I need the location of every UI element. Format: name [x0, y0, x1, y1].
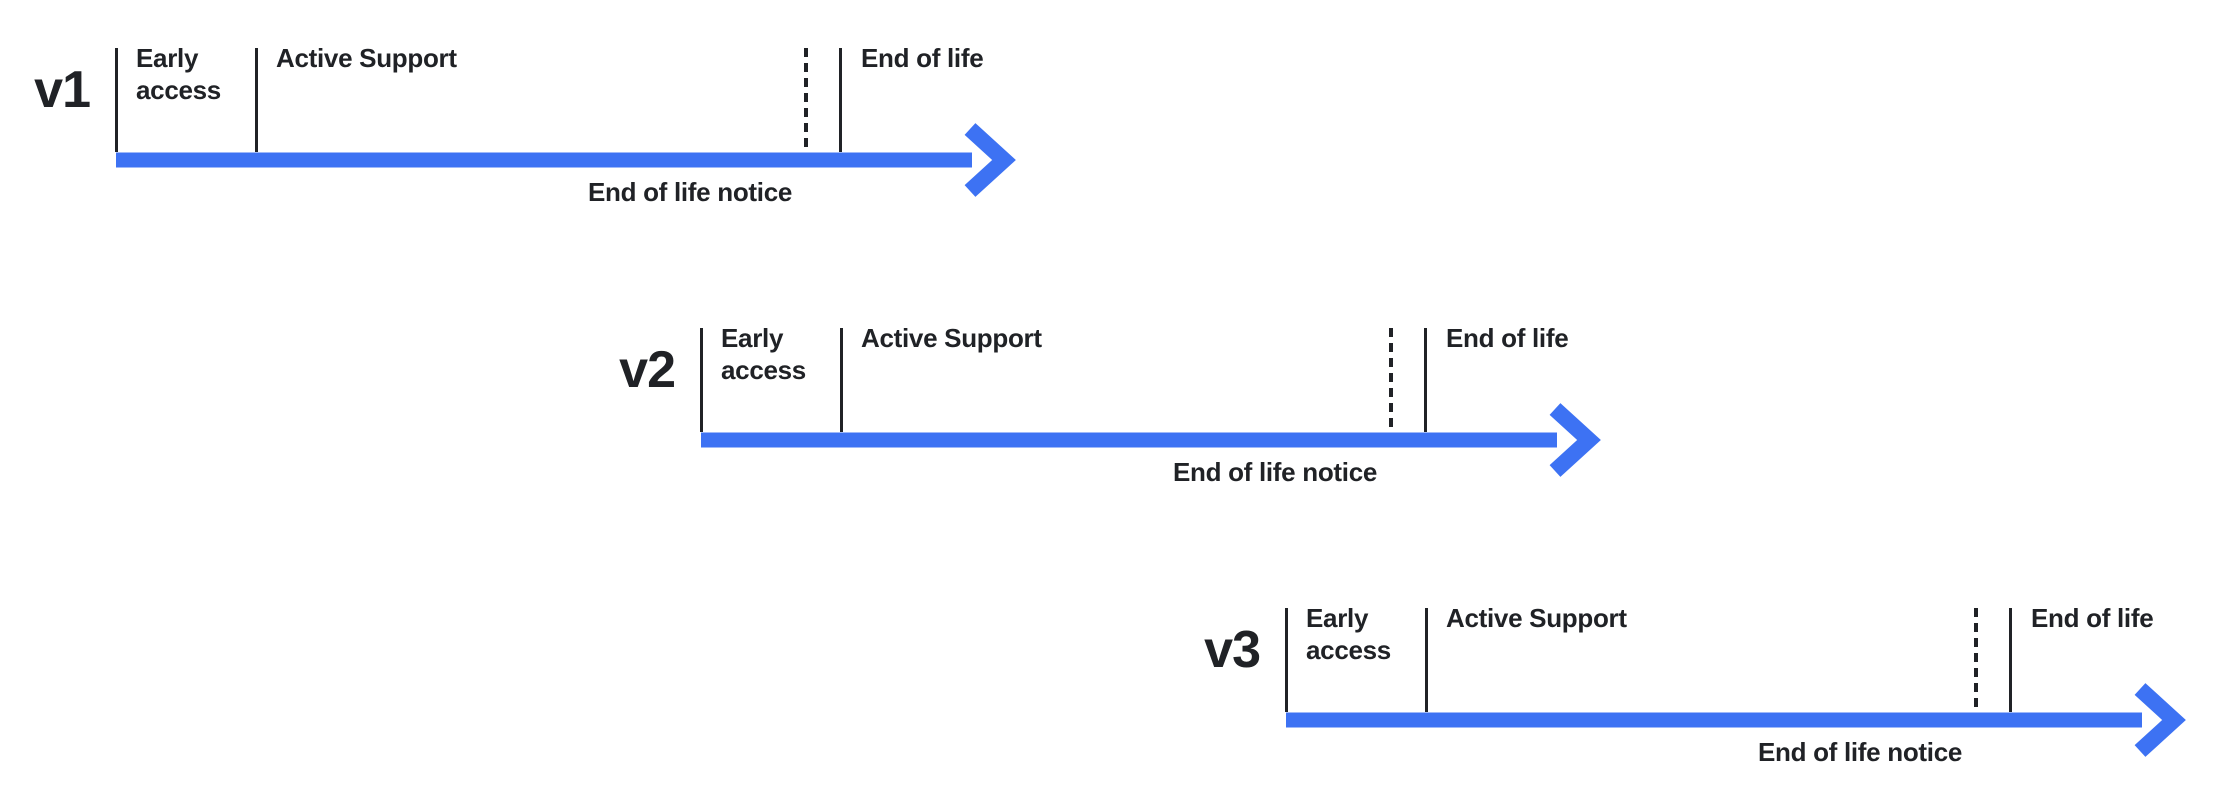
end-of-life-tick	[839, 48, 842, 152]
active-support-label: Active Support	[1446, 603, 1627, 633]
early-access-start-tick	[700, 328, 703, 432]
end-of-life-label: End of life	[1446, 323, 1569, 353]
early-access-start-tick	[115, 48, 118, 152]
active-support-label: Active Support	[276, 43, 457, 73]
end-of-life-notice-label: End of life notice	[587, 177, 793, 207]
active-support-label: Active Support	[861, 323, 1042, 353]
end-of-life-tick	[1424, 328, 1427, 432]
timeline-v1: v1 Early access Active Support End of li…	[0, 0, 1060, 240]
end-of-life-notice-dashed-line	[1974, 608, 1978, 712]
end-of-life-label: End of life	[861, 43, 984, 73]
active-support-start-tick	[1425, 608, 1428, 712]
early-access-label: Early access	[136, 43, 221, 105]
version-label: v2	[619, 341, 676, 399]
end-of-life-notice-label: End of life notice	[1757, 737, 1963, 767]
end-of-life-notice-dashed-line	[1389, 328, 1393, 432]
timeline-v2: v2 Early access Active Support End of li…	[585, 280, 1645, 520]
active-support-start-tick	[840, 328, 843, 432]
right-arrow-icon	[116, 123, 1016, 197]
end-of-life-notice-label: End of life notice	[1172, 457, 1378, 487]
early-access-start-tick	[1285, 608, 1288, 712]
right-arrow-icon	[1286, 683, 2186, 757]
right-arrow-icon	[701, 403, 1601, 477]
end-of-life-label: End of life	[2031, 603, 2154, 633]
version-label: v1	[34, 61, 91, 119]
early-access-label: Early access	[721, 323, 806, 385]
early-access-label: Early access	[1306, 603, 1391, 665]
version-label: v3	[1204, 621, 1261, 679]
end-of-life-notice-dashed-line	[804, 48, 808, 152]
active-support-start-tick	[255, 48, 258, 152]
timeline-v3: v3 Early access Active Support End of li…	[1170, 560, 2228, 800]
end-of-life-tick	[2009, 608, 2012, 712]
